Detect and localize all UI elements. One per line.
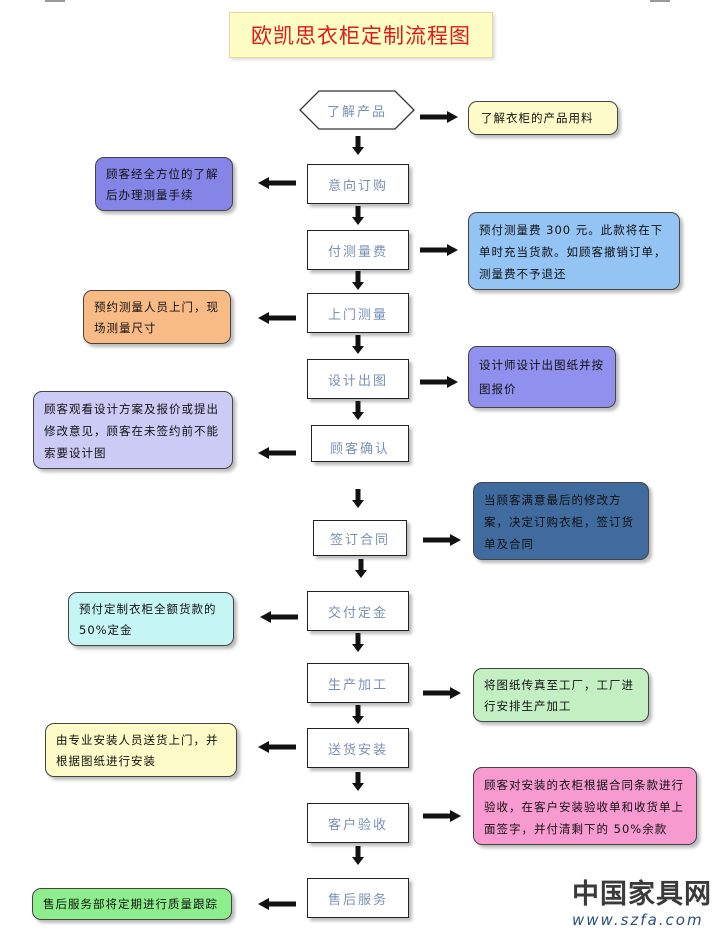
note-after-sales: 售后服务部将定期进行质量跟踪 bbox=[32, 888, 232, 920]
arrow-down bbox=[352, 633, 364, 652]
note-measure-fee: 预付测量费 300 元。此款将在下单时充当货款。如顾客撤销订单，测量费不予退还 bbox=[468, 212, 680, 290]
step-after-sales: 售后服务 bbox=[307, 878, 409, 918]
note-product-materials: 了解衣柜的产品用料 bbox=[468, 101, 618, 135]
note-deposit: 预付定制衣柜全额货款的 50%定金 bbox=[68, 592, 234, 646]
step-sign-contract: 签订合同 bbox=[313, 520, 407, 556]
arrow-down bbox=[352, 772, 364, 791]
note-acceptance: 顾客对安装的衣柜根据合同条款进行验收，在客户安装验收单和收货单上面签字，并付清剩… bbox=[473, 767, 697, 845]
step-delivery-install: 送货安装 bbox=[307, 728, 409, 768]
arrow-left bbox=[258, 177, 296, 189]
arrow-left bbox=[260, 611, 298, 623]
step-customer-acceptance: 客户验收 bbox=[307, 803, 409, 843]
hexagon-shape bbox=[299, 90, 415, 130]
step-customer-confirm: 顾客确认 bbox=[311, 425, 409, 462]
step-pay-deposit: 交付定金 bbox=[307, 591, 409, 631]
logo-name: 中国家具网 bbox=[572, 879, 712, 910]
corner-mark-right bbox=[650, 0, 670, 2]
note-customer-review: 顾客观看设计方案及报价或提出修改意见，顾客在未签约前不能索要设计图 bbox=[33, 391, 233, 469]
site-logo: 中国家具网 www.szfa.com bbox=[572, 880, 722, 930]
step-label: 了解产品 bbox=[326, 104, 387, 120]
step-pay-measure-fee: 付测量费 bbox=[307, 230, 409, 270]
note-delivery-install: 由专业安装人员送货上门，并根据图纸进行安装 bbox=[45, 723, 237, 777]
arrow-right bbox=[420, 376, 458, 388]
step-design-drawing: 设计出图 bbox=[307, 359, 409, 399]
arrow-left bbox=[258, 312, 296, 324]
arrow-left bbox=[258, 447, 296, 459]
arrow-down bbox=[352, 335, 364, 354]
arrow-right bbox=[423, 810, 461, 822]
arrow-down bbox=[352, 271, 364, 290]
arrow-right bbox=[420, 111, 458, 123]
step-production: 生产加工 bbox=[307, 663, 409, 703]
arrow-down bbox=[352, 206, 364, 225]
arrow-down bbox=[352, 489, 364, 508]
logo-url: www.szfa.com bbox=[572, 911, 704, 929]
step-understand-product: 了解产品 bbox=[299, 90, 415, 130]
step-intent-order: 意向订购 bbox=[307, 164, 409, 204]
arrow-down bbox=[352, 705, 364, 724]
arrow-right bbox=[423, 687, 461, 699]
arrow-down bbox=[352, 846, 364, 865]
step-onsite-measure: 上门测量 bbox=[307, 293, 409, 333]
corner-mark-left bbox=[45, 0, 65, 2]
note-sign-contract: 当顾客满意最后的修改方案，决定订购衣柜，签订货单及合同 bbox=[473, 482, 649, 560]
note-design-quote: 设计师设计出图纸并按图报价 bbox=[468, 346, 616, 408]
arrow-right bbox=[420, 244, 458, 256]
arrow-left bbox=[258, 741, 296, 753]
arrow-down bbox=[352, 136, 364, 155]
arrow-down bbox=[352, 401, 364, 420]
arrow-down bbox=[355, 559, 367, 578]
note-measure-procedure: 顾客经全方位的了解后办理测量手续 bbox=[95, 157, 233, 211]
arrow-left bbox=[258, 898, 296, 910]
note-onsite-measure: 预约测量人员上门，现场测量尺寸 bbox=[83, 290, 231, 344]
arrow-right bbox=[423, 534, 461, 546]
diagram-title: 欧凯思衣柜定制流程图 bbox=[229, 12, 493, 58]
note-factory-production: 将图纸传真至工厂，工厂进行安排生产加工 bbox=[473, 668, 649, 722]
